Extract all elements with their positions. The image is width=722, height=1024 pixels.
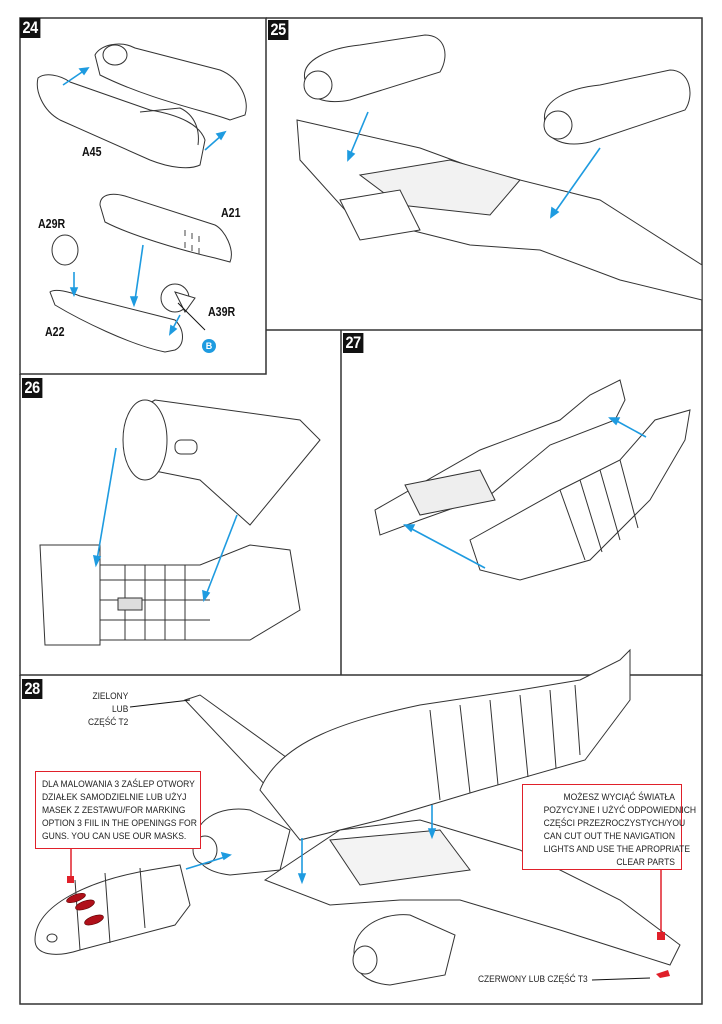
part-label-a22: A22 bbox=[45, 325, 65, 339]
part-label-a21: A21 bbox=[221, 206, 241, 220]
note-lights-line-1: MOŻESZ WYCIĄĆ ŚWIATŁA bbox=[563, 792, 675, 803]
note-gun-line-4: OPTION 3 FIIL IN THE OPENINGS FOR bbox=[42, 818, 197, 829]
step-28-number: 28 bbox=[22, 679, 43, 699]
step-25-number: 25 bbox=[268, 20, 289, 40]
note-gun-line-3: MASEK Z ZESTAWU/FOR MARKING bbox=[42, 805, 186, 816]
note-lights-line-6: CLEAR PARTS bbox=[616, 857, 675, 868]
step-24-number: 24 bbox=[20, 18, 41, 38]
reference-marker-b: B bbox=[202, 339, 216, 353]
note-lights-line-5: LIGHTS AND USE THE APROPRIATE bbox=[543, 844, 691, 855]
note-gun-line-1: DLA MALOWANIA 3 ZAŚLEP OTWORY bbox=[42, 779, 195, 790]
note-gun-line-5: GUNS. YOU CAN USE OUR MASKS. bbox=[42, 831, 187, 842]
step-27-number: 27 bbox=[343, 333, 364, 353]
callout-green-line-2: LUB bbox=[112, 704, 129, 715]
note-gun-line-2: DZIAŁEK SAMODZIELNIE LUB UŻYJ bbox=[42, 792, 187, 803]
note-navigation-lights: MOŻESZ WYCIĄĆ ŚWIATŁA POZYCYJNE I UŻYĆ O… bbox=[522, 784, 697, 870]
note-lights-line-4: CAN CUT OUT THE NAVIGATION bbox=[543, 831, 675, 842]
note-gun-openings: DLA MALOWANIA 3 ZAŚLEP OTWORY DZIAŁEK SA… bbox=[35, 771, 201, 849]
part-label-a39r: A39R bbox=[208, 305, 236, 319]
callout-red-part: CZERWONY LUB CZĘŚĆ T3 bbox=[478, 974, 588, 985]
callout-green-line-1: ZIELONY bbox=[92, 691, 129, 702]
callout-green-part: ZIELONY LUB CZĘŚĆ T2 bbox=[88, 690, 128, 729]
part-label-a29r: A29R bbox=[38, 217, 66, 231]
note-lights-line-3: CZĘŚCI PRZEZROCZYSTYCH/YOU bbox=[543, 818, 686, 829]
note-lights-line-2: POZYCYJNE I UŻYĆ ODPOWIEDNICH bbox=[543, 805, 697, 816]
part-label-a45: A45 bbox=[82, 145, 102, 159]
callout-green-line-3: CZĘŚĆ T2 bbox=[88, 717, 129, 728]
step-26-number: 26 bbox=[22, 378, 43, 398]
